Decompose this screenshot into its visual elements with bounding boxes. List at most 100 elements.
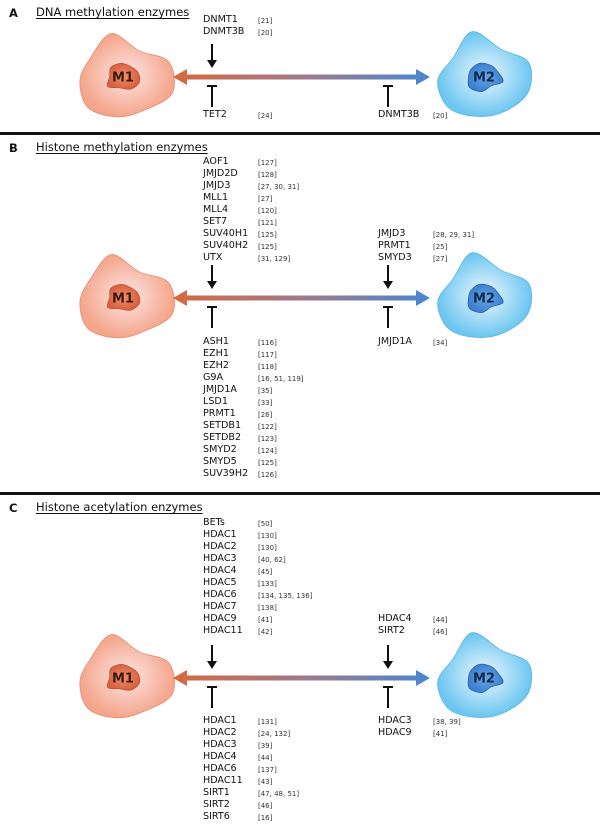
enzyme-reference: [24, 132] (258, 730, 291, 738)
enzyme-reference: [134, 135, 136] (258, 592, 313, 600)
enzyme-name: SMYD3 (378, 252, 412, 263)
enzyme-reference: [44] (258, 754, 273, 762)
enzyme-name: HDAC11 (203, 625, 243, 636)
enzyme-reference: [43] (258, 778, 273, 786)
enzyme-name: SIRT2 (203, 799, 230, 810)
enzyme-reference: [28, 29, 31] (433, 231, 475, 239)
enzyme-name: HDAC3 (203, 553, 237, 564)
enzyme-name: DNMT3B (203, 26, 245, 37)
enzyme-name: AOF1 (203, 156, 229, 167)
enzyme-name: DNMT3B (378, 109, 420, 120)
enzyme-reference: [27, 30, 31] (258, 183, 300, 191)
enzyme-reference: [124] (258, 447, 277, 455)
enzyme-reference: [130] (258, 532, 277, 540)
m2-macrophage: M2 (437, 632, 533, 718)
enzyme-name: JMJD3 (378, 228, 406, 239)
enzyme-name: HDAC4 (203, 751, 237, 762)
section-letter: B (9, 141, 18, 155)
enzyme-name: SIRT1 (203, 787, 230, 798)
m1-label: M1 (112, 672, 134, 687)
polarization-arrow (173, 670, 430, 686)
enzyme-name: HDAC2 (203, 541, 237, 552)
m1-inhibit-bar (207, 686, 217, 708)
m2-macrophage: M2 (437, 252, 533, 338)
enzyme-name: EZH1 (203, 348, 229, 359)
enzyme-reference: [20] (258, 29, 273, 37)
enzyme-reference: [35] (258, 387, 273, 395)
section-divider (0, 492, 600, 495)
enzyme-name: HDAC9 (378, 727, 412, 738)
polarization-arrow (173, 69, 430, 85)
enzyme-name: HDAC6 (203, 763, 237, 774)
enzyme-name: EZH2 (203, 360, 229, 371)
section-letter: A (9, 6, 18, 20)
enzyme-name: HDAC5 (203, 577, 237, 588)
enzyme-reference: [123] (258, 435, 277, 443)
m2-macrophage: M2 (437, 31, 533, 117)
m2-promote-arrow (383, 265, 393, 289)
enzyme-name: SUV39H2 (203, 468, 249, 479)
m1-macrophage: M1 (79, 634, 175, 719)
enzyme-name: HDAC3 (378, 715, 412, 726)
section-a: A DNA methylation enzymes DNMT1[21]DNMT3… (0, 0, 600, 133)
enzyme-name: HDAC4 (203, 565, 237, 576)
enzyme-reference: [118] (258, 363, 277, 371)
enzyme-reference: [137] (258, 766, 277, 774)
enzyme-reference: [130] (258, 544, 277, 552)
enzyme-reference: [41] (433, 730, 448, 738)
m1-nucleus (106, 62, 141, 90)
enzyme-name: HDAC9 (203, 613, 237, 624)
enzyme-name: HDAC1 (203, 529, 237, 540)
enzyme-reference: [27] (433, 255, 448, 263)
m1-inhibit-bar (207, 85, 217, 107)
m1-promote-arrow (207, 645, 217, 669)
enzyme-reference: [38, 39] (433, 718, 461, 726)
section-title: Histone methylation enzymes (36, 140, 208, 154)
enzyme-name: ASH1 (203, 336, 229, 347)
enzyme-name: HDAC4 (378, 613, 412, 624)
enzyme-reference: [120] (258, 207, 277, 215)
enzyme-name: HDAC6 (203, 589, 237, 600)
polarization-diagram: M1 M2 (79, 252, 533, 339)
enzyme-name: UTX (203, 252, 223, 263)
section-b: B Histone methylation enzymes AOF1[127]J… (0, 135, 600, 493)
enzyme-reference: [25] (433, 243, 448, 251)
section-c: C Histone acetylation enzymes BETs[50]HD… (0, 495, 600, 822)
enzyme-reference: [50] (258, 520, 273, 528)
enzyme-reference: [128] (258, 171, 277, 179)
enzyme-name: G9A (203, 372, 224, 383)
m2-label: M2 (473, 292, 495, 307)
m1-promote-arrow (207, 44, 217, 68)
enzyme-reference: [33] (258, 399, 273, 407)
polarization-diagram: M1 M2 (79, 632, 533, 719)
enzyme-name: BETs (203, 517, 225, 528)
enzyme-name: HDAC3 (203, 739, 237, 750)
enzyme-reference: [125] (258, 459, 277, 467)
enzyme-name: SETDB2 (203, 432, 242, 443)
enzyme-reference: [121] (258, 219, 277, 227)
enzyme-name: MLL1 (203, 192, 229, 203)
enzyme-reference: [116] (258, 339, 277, 347)
enzyme-reference: [44] (433, 616, 448, 624)
m2-nucleus (467, 283, 504, 314)
m1-label: M1 (112, 292, 134, 307)
m1-promote-arrow (207, 265, 217, 289)
enzyme-name: SMYD5 (203, 456, 237, 467)
enzyme-reference: [16] (258, 814, 273, 822)
section-title: Histone acetylation enzymes (36, 500, 203, 514)
enzyme-name: HDAC11 (203, 775, 243, 786)
m1-nucleus (106, 283, 141, 311)
enzyme-reference: [42] (258, 628, 273, 636)
m2-label: M2 (473, 71, 495, 86)
enzyme-name: TET2 (203, 109, 227, 120)
enzyme-reference: [40, 62] (258, 556, 286, 564)
enzyme-reference: [16, 51, 119] (258, 375, 304, 383)
enzyme-name: SETDB1 (203, 420, 242, 431)
enzyme-name: SET7 (203, 216, 228, 227)
enzyme-reference: [47, 48, 51] (258, 790, 300, 798)
polarization-arrow (173, 290, 430, 306)
enzyme-reference: [125] (258, 243, 277, 251)
enzyme-name: SUV40H1 (203, 228, 249, 239)
enzyme-name: JMJD1A (203, 384, 237, 395)
enzyme-reference: [34] (433, 339, 448, 347)
